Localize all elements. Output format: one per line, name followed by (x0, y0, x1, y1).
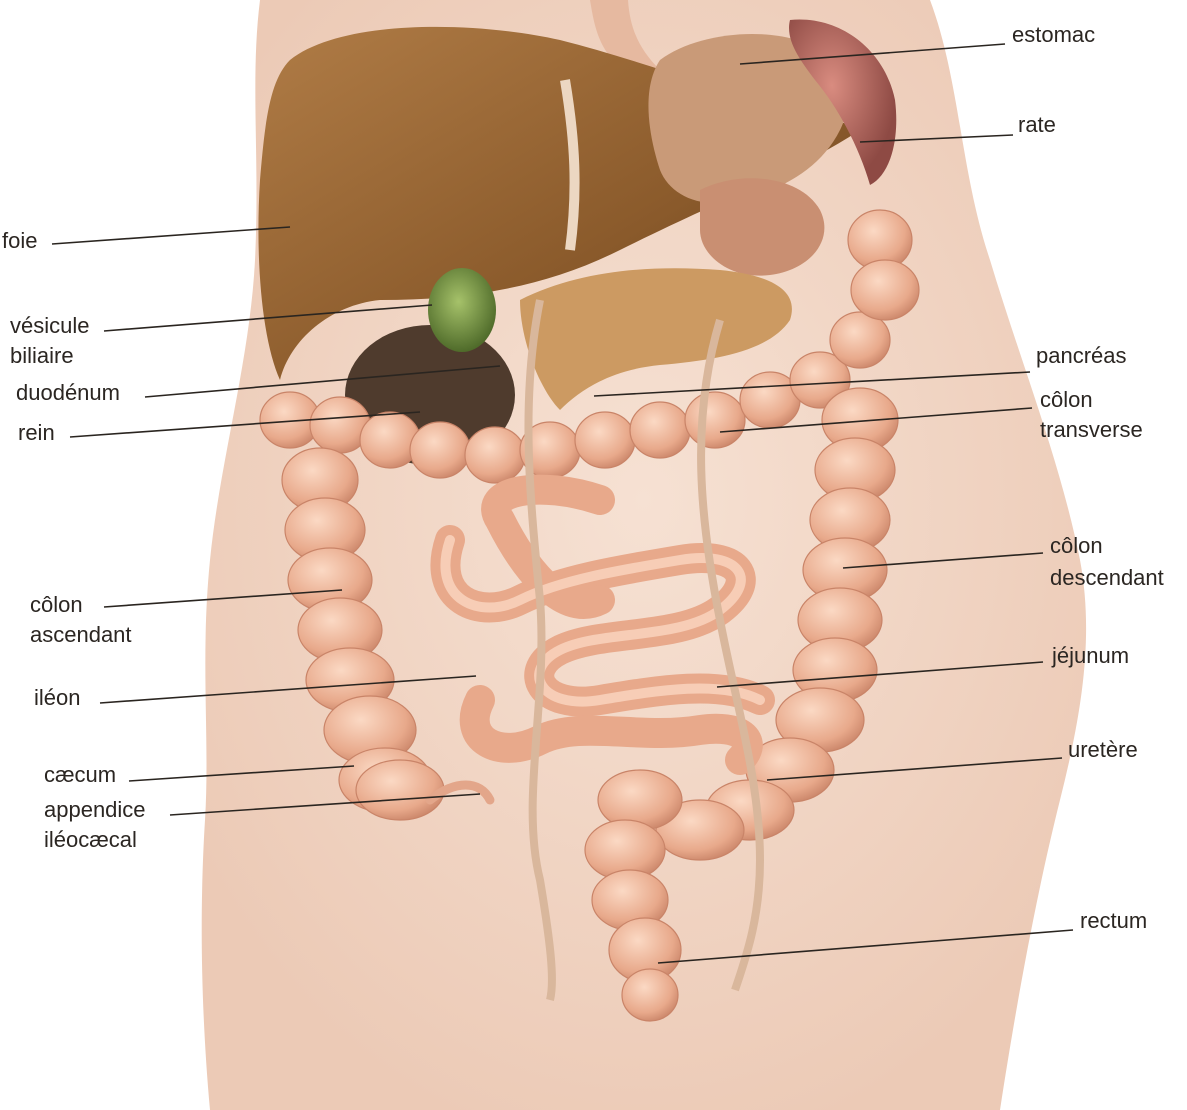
label-colon-transverse-line1: côlon (1040, 387, 1093, 412)
label-appendice-line2: iléocæcal (44, 827, 137, 852)
label-colon-ascendant-line2: ascendant (30, 622, 132, 647)
label-ileon: iléon (34, 685, 80, 710)
label-colon-transverse-line2: transverse (1040, 417, 1143, 442)
label-rectum: rectum (1080, 908, 1147, 933)
label-colon-ascendant-line1: côlon (30, 592, 83, 617)
label-caecum: cæcum (44, 762, 116, 787)
label-foie: foie (2, 228, 37, 253)
label-colon-descendant-line1: côlon (1050, 533, 1103, 558)
label-rate: rate (1018, 112, 1056, 137)
label-uretere: uretère (1068, 737, 1138, 762)
label-jejunum: jéjunum (1051, 643, 1129, 668)
label-duodenum: duodénum (16, 380, 120, 405)
label-colon-descendant-line2: descendant (1050, 565, 1164, 590)
label-pancreas: pancréas (1036, 343, 1127, 368)
label-vesicule-line2: biliaire (10, 343, 74, 368)
caecum (356, 760, 444, 820)
label-rein: rein (18, 420, 55, 445)
gallbladder (428, 268, 496, 352)
label-estomac: estomac (1012, 22, 1095, 47)
label-vesicule-line1: vésicule (10, 313, 89, 338)
label-appendice-line1: appendice (44, 797, 146, 822)
